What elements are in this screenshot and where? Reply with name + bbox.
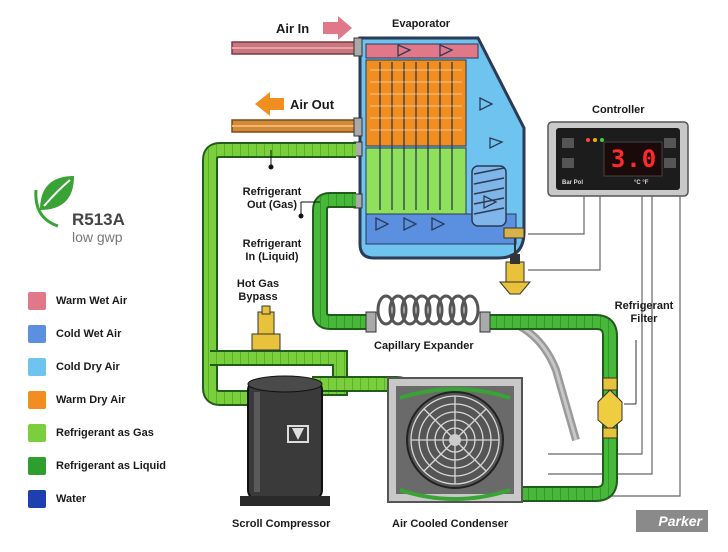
legend-item: Warm Wet Air	[28, 292, 127, 310]
hot-gas-bypass-label: Hot Gas Bypass	[236, 278, 280, 303]
legend-item: Refrigerant as Gas	[28, 424, 154, 442]
brand-subtitle: low gwp	[72, 229, 123, 245]
legend-swatch	[28, 391, 46, 409]
legend-item: Water	[28, 490, 86, 508]
legend-swatch	[28, 457, 46, 475]
legend-item: Cold Wet Air	[28, 325, 121, 343]
refrigerant-out-label: Refrigerant Out (Gas)	[242, 186, 302, 211]
air-out-arrow-icon	[255, 92, 284, 116]
evaporator-label: Evaporator	[392, 18, 451, 30]
controller-display: 3.0	[610, 145, 658, 173]
legend-swatch	[28, 424, 46, 442]
air-in-arrow-icon	[323, 16, 352, 40]
scroll-compressor	[240, 375, 330, 506]
legend-label: Warm Wet Air	[56, 295, 128, 307]
legend-swatch	[28, 325, 46, 343]
label-pointers	[268, 150, 320, 219]
controller-wires	[528, 196, 681, 497]
capillary-expander-label: Capillary Expander	[374, 340, 474, 352]
brand-name: R513A	[72, 210, 125, 229]
controller-left-text: Bar Pol	[562, 180, 584, 186]
air-out-label: Air Out	[290, 97, 335, 112]
air-out-duct	[231, 119, 363, 133]
legend-item: Warm Dry Air	[28, 391, 125, 409]
legend-item: Cold Dry Air	[28, 358, 120, 376]
refrigerant-gas-pipe	[202, 142, 356, 406]
air-in-duct	[231, 41, 363, 55]
legend-label: Refrigerant as Gas	[56, 427, 154, 439]
pipe-connectors	[365, 311, 491, 333]
controller-right-text: °C °F	[634, 180, 649, 186]
evaporator	[353, 36, 526, 260]
legend-label: Refrigerant as Liquid	[56, 460, 167, 472]
r513a-leaf-icon	[34, 176, 74, 228]
legend-label: Cold Wet Air	[56, 328, 122, 340]
hot-gas-bypass-valve	[251, 305, 281, 351]
legend-label: Water	[56, 493, 87, 505]
legend-swatch	[28, 490, 46, 508]
legend-label: Cold Dry Air	[56, 361, 120, 373]
air-in-label: Air In	[276, 21, 310, 36]
refrigerant-filter-label: Refrigerant Filter	[614, 300, 674, 325]
capillary-expander	[376, 294, 480, 326]
legend-swatch	[28, 292, 46, 310]
controller	[547, 121, 689, 197]
air-cooled-condenser	[387, 377, 523, 503]
parker-logo: Parker	[636, 510, 708, 532]
legend-item: Refrigerant as Liquid	[28, 457, 166, 475]
scroll-compressor-label: Scroll Compressor	[232, 518, 331, 530]
legend-label: Warm Dry Air	[56, 394, 126, 406]
drain-valve	[498, 227, 532, 295]
controller-label: Controller	[592, 104, 645, 116]
refrigerant-in-label: Refrigerant In (Liquid)	[242, 238, 302, 263]
air-cooled-condenser-label: Air Cooled Condenser	[392, 518, 509, 530]
legend-swatch	[28, 358, 46, 376]
refrigerant-filter	[597, 340, 637, 439]
